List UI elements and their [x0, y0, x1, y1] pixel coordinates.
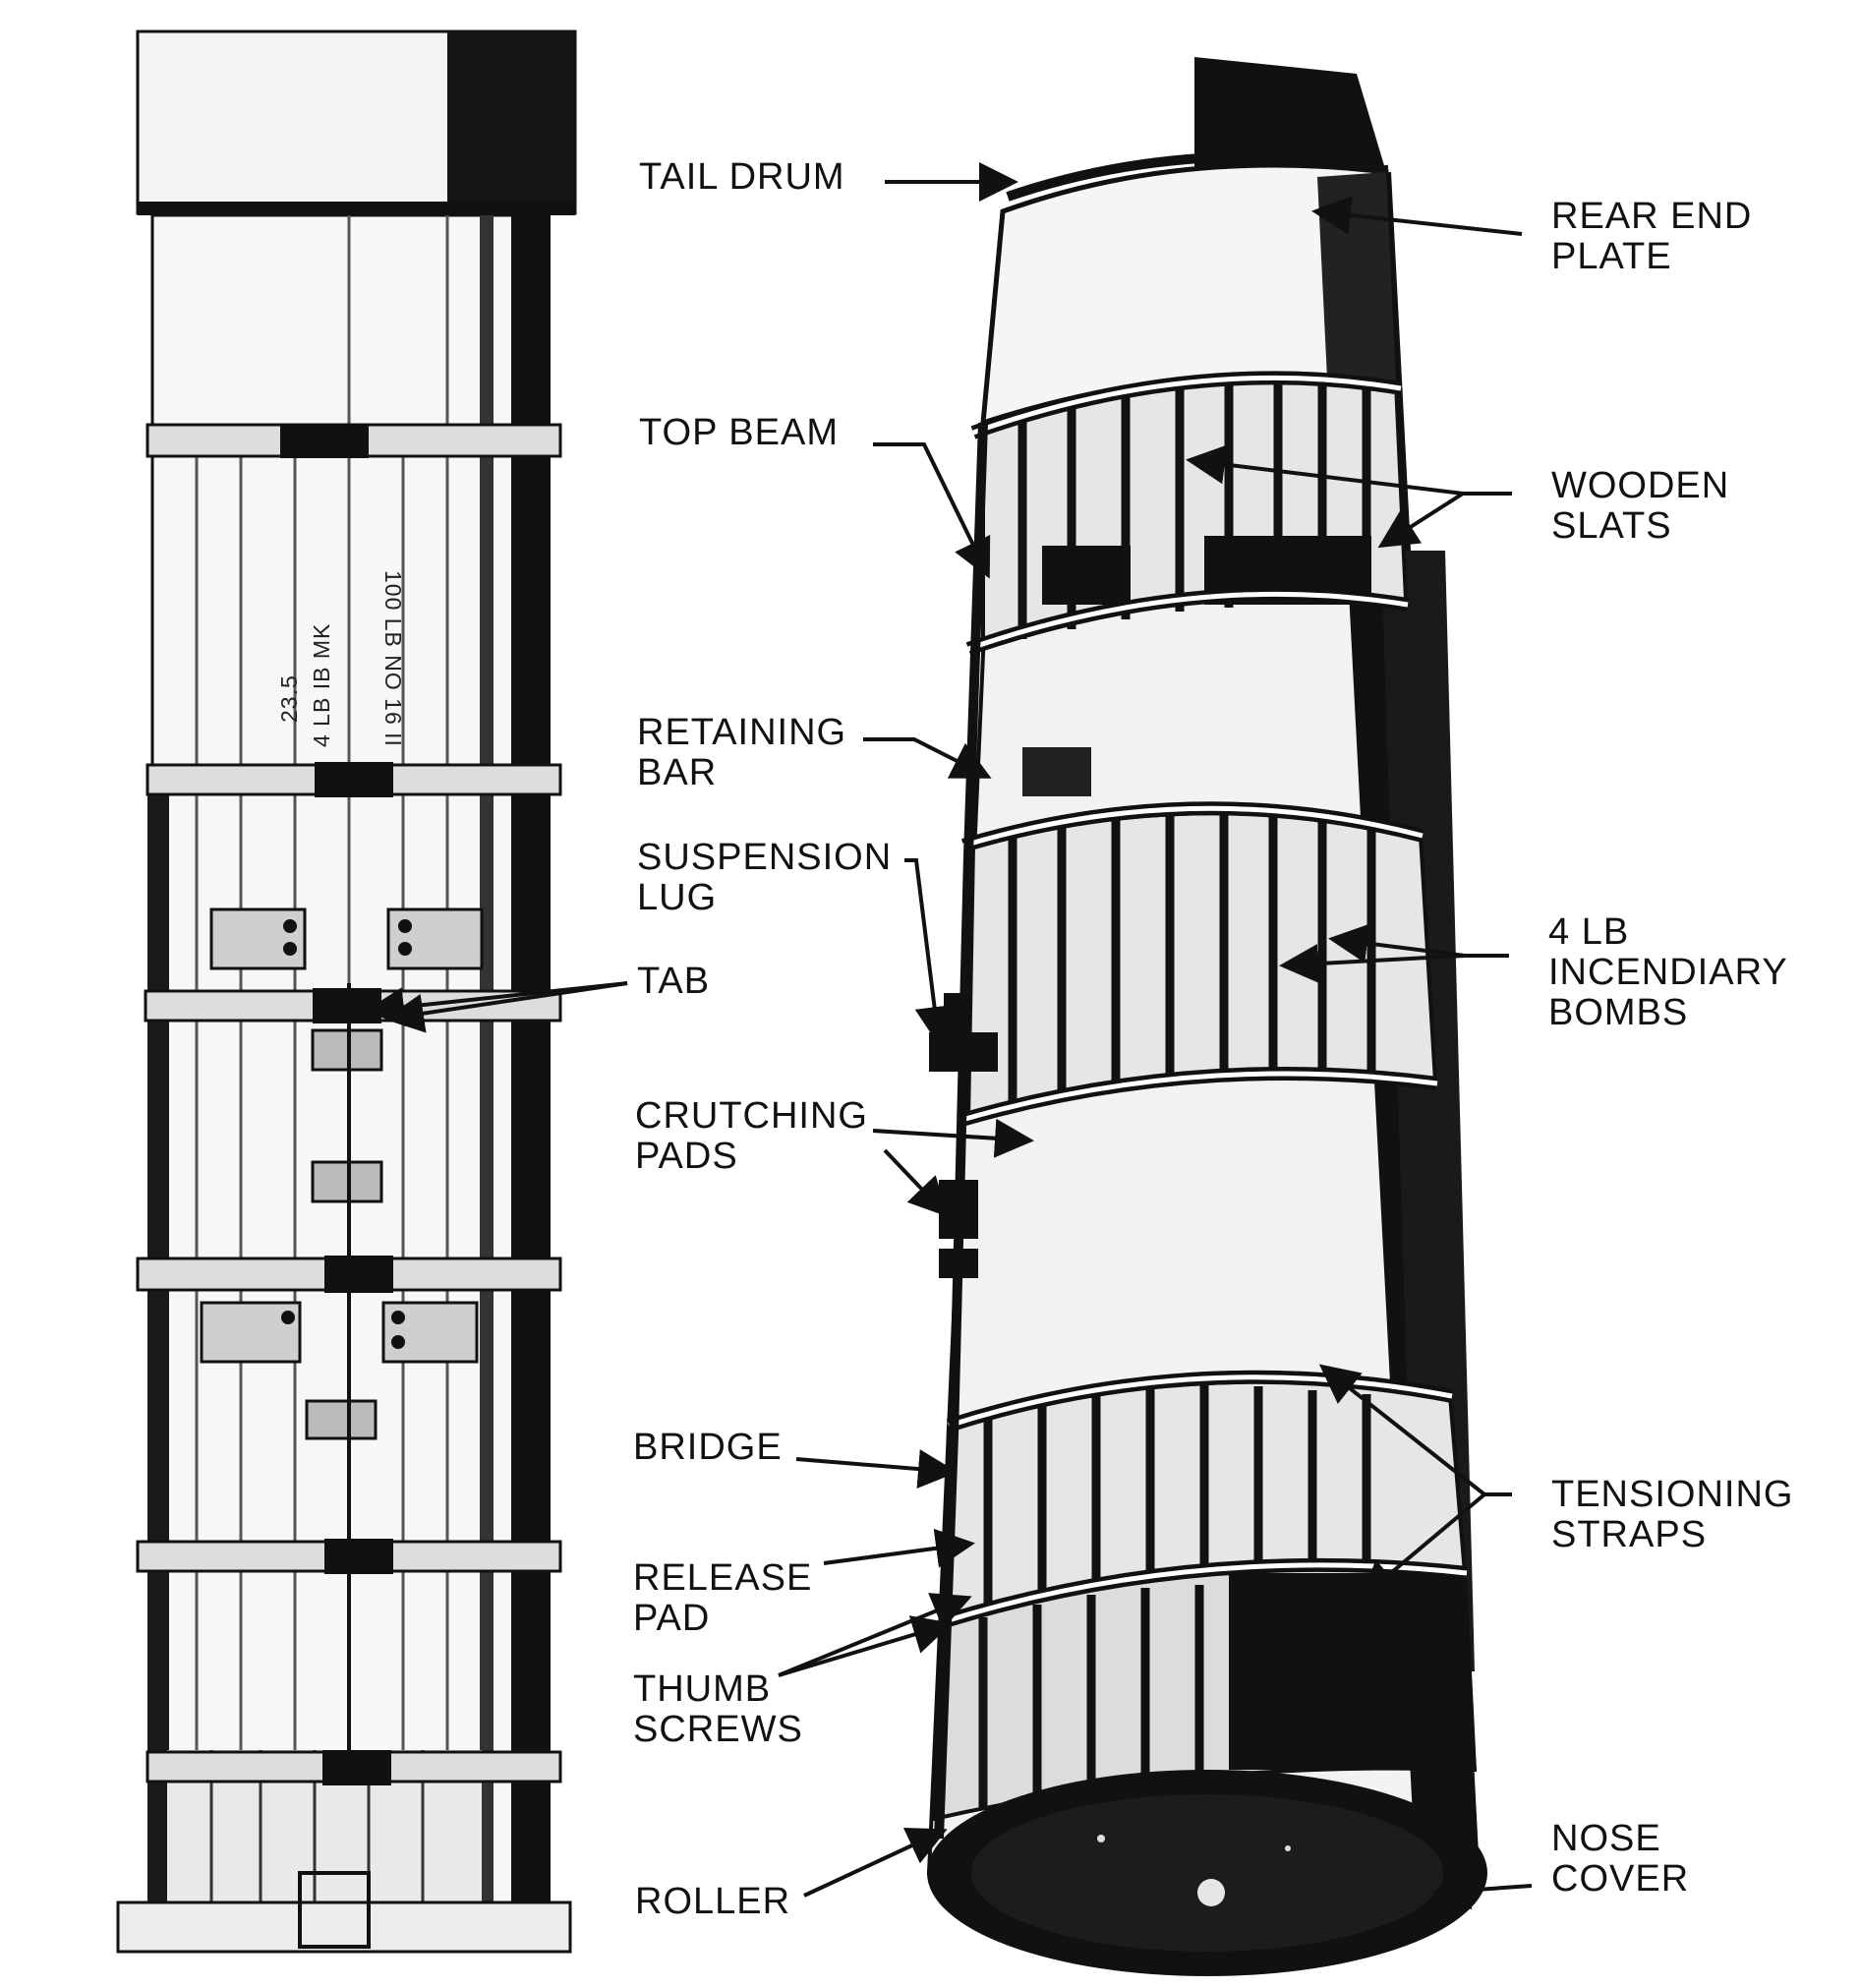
right-crutching-pads: [939, 1180, 978, 1278]
label-rear-end-plate: REAR END PLATE: [1551, 196, 1753, 277]
left-cluster-body: [116, 213, 572, 1954]
label-crutching-pads: CRUTCHING PADS: [635, 1095, 868, 1177]
label-tab: TAB: [637, 961, 711, 1002]
left-crutching-pads: [200, 907, 484, 1364]
label-tail-drum: TAIL DRUM: [639, 156, 845, 198]
label-wooden-slats: WOODEN SLATS: [1551, 465, 1730, 547]
label-bridge: BRIDGE: [633, 1427, 783, 1468]
label-roller: ROLLER: [635, 1881, 791, 1922]
label-tensioning-straps: TENSIONING STRAPS: [1551, 1474, 1794, 1555]
right-nose-cover: [927, 1770, 1487, 1976]
label-incendiary-bombs: 4 LB INCENDIARY BOMBS: [1548, 911, 1788, 1033]
right-slats-band-1: [981, 373, 1409, 652]
callout-leader-lines: [365, 162, 1533, 1910]
label-release-pad: RELEASE PAD: [633, 1557, 813, 1639]
label-retaining-bar: RETAINING BAR: [637, 712, 847, 793]
right-retaining-bar-plate: [1022, 747, 1091, 796]
stencil-line-3: 100 LB NO 16 II: [380, 570, 406, 747]
label-nose-cover: NOSE COVER: [1551, 1818, 1690, 1900]
stencil-line-2: 4 LB IB MK: [309, 623, 334, 747]
right-cluster-perspective-view: [926, 57, 1487, 1976]
left-cluster-side-view: 23.5 4 LB IB MK 100 LB NO 16 II: [116, 29, 577, 1954]
right-tail-drum: [980, 57, 1399, 427]
left-stencil-markings: 23.5 4 LB IB MK 100 LB NO 16 II: [276, 570, 406, 747]
stencil-line-1: 23.5: [276, 674, 302, 723]
label-top-beam: TOP BEAM: [639, 412, 839, 453]
right-slats-band-2: [965, 811, 1438, 1124]
label-thumb-screws: THUMB SCREWS: [633, 1668, 803, 1750]
label-suspension-lug: SUSPENSION LUG: [637, 837, 893, 918]
left-tail-drum: [136, 29, 577, 215]
